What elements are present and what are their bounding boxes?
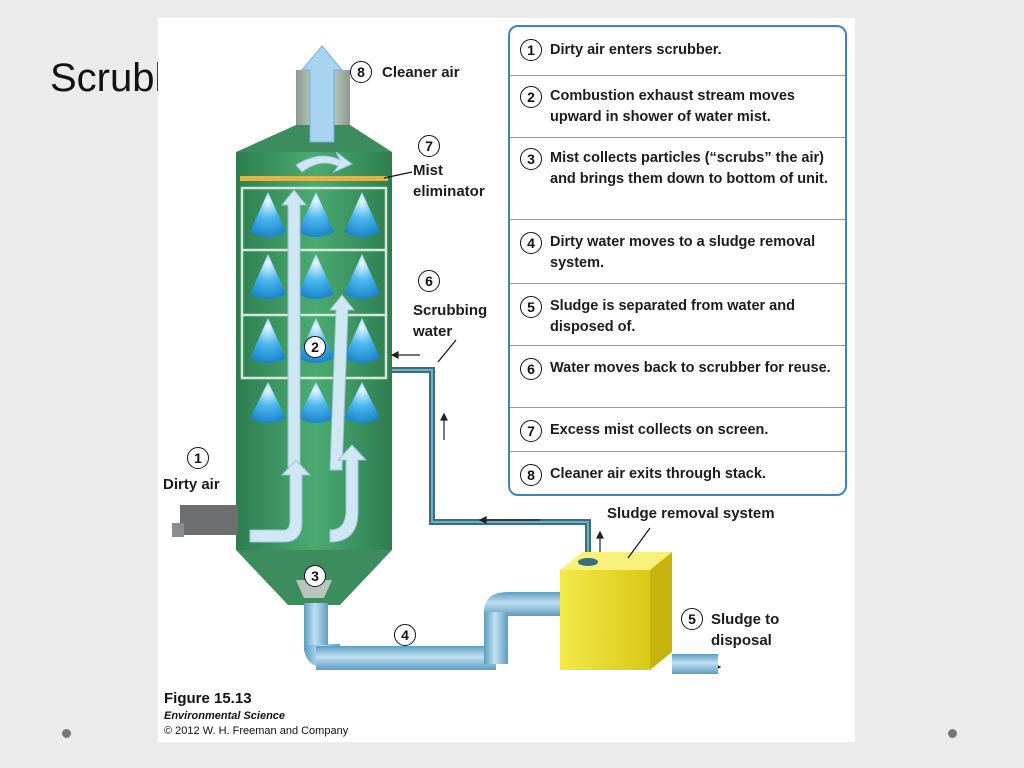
callout-8: 8 <box>350 61 372 83</box>
sludge-outlet-pipe <box>672 654 718 674</box>
step-number: 6 <box>520 358 542 380</box>
step-text: Mist collects particles (“scrubs” the ai… <box>550 150 828 187</box>
step-number: 4 <box>520 232 542 254</box>
figure-caption: Figure 15.13 <box>164 690 252 707</box>
callout-4: 4 <box>394 624 416 646</box>
scrubbing-water-label: Scrubbing water <box>413 302 488 340</box>
step-text: Excess mist collects on screen. <box>550 422 769 438</box>
callout-7: 7 <box>418 135 440 157</box>
sludge-removal-box <box>560 552 672 670</box>
callout-3: 3 <box>304 565 326 587</box>
step-number: 7 <box>520 420 542 442</box>
step-row: 1 Dirty air enters scrubber. <box>510 27 845 75</box>
step-number: 8 <box>520 464 542 486</box>
step-row: 7 Excess mist collects on screen. <box>510 407 845 451</box>
dirty-water-pipe <box>304 592 560 670</box>
callout-1: 1 <box>187 447 209 469</box>
callout-5: 5 <box>681 608 703 630</box>
step-row: 4 Dirty water moves to a sludge removal … <box>510 219 845 283</box>
step-text: Cleaner air exits through stack. <box>550 466 766 482</box>
mist-eliminator-label: Mist eliminator <box>413 162 485 200</box>
step-number: 3 <box>520 148 542 170</box>
step-row: 5 Sludge is separated from water and dis… <box>510 283 845 345</box>
water-return-pipe <box>392 367 591 560</box>
cleaner-air-label: Cleaner air <box>382 64 460 81</box>
step-text: Combustion exhaust stream moves upward i… <box>550 88 795 125</box>
step-row: 8 Cleaner air exits through stack. <box>510 451 845 494</box>
step-number: 5 <box>520 296 542 318</box>
hopper-drain <box>296 580 332 598</box>
dirty-air-inlet <box>180 505 238 535</box>
steps-legend: 1 Dirty air enters scrubber. 2 Combustio… <box>508 25 847 496</box>
step-text: Dirty water moves to a sludge removal sy… <box>550 234 816 271</box>
step-row: 6 Water moves back to scrubber for reuse… <box>510 345 845 407</box>
step-text: Water moves back to scrubber for reuse. <box>550 360 831 376</box>
airflow-arrows <box>249 45 368 543</box>
slide-dot-left <box>62 729 71 738</box>
water-spray-nozzles <box>250 192 380 423</box>
caption-copyright: © 2012 W. H. Freeman and Company <box>164 725 349 737</box>
callout-2: 2 <box>304 336 326 358</box>
step-row: 2 Combustion exhaust stream moves upward… <box>510 75 845 137</box>
sludge-removal-label: Sludge removal system <box>607 505 775 522</box>
step-row: 3 Mist collects particles (“scrubs” the … <box>510 137 845 219</box>
sludge-disposal-label: Sludge to disposal <box>711 611 780 649</box>
spray-frame <box>240 186 388 380</box>
dirty-air-label: Dirty air <box>163 476 220 493</box>
mist-eliminator-screen <box>240 176 388 181</box>
caption-book: Environmental Science <box>164 710 286 722</box>
callout-6: 6 <box>418 270 440 292</box>
step-number: 2 <box>520 86 542 108</box>
step-number: 1 <box>520 39 542 61</box>
step-text: Sludge is separated from water and dispo… <box>550 298 795 335</box>
step-text: Dirty air enters scrubber. <box>550 42 722 58</box>
leader-lines <box>383 171 651 559</box>
slide-dot-right <box>948 729 957 738</box>
